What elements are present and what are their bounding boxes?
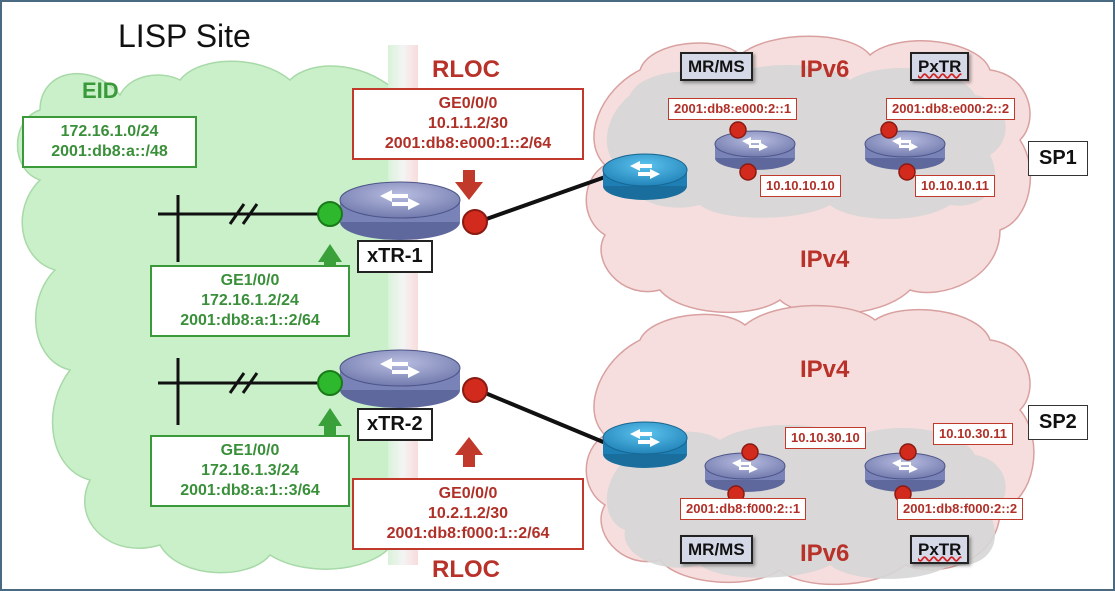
sp1-ipv4-label: IPv4 [800, 246, 850, 273]
sp2-pxtr-v6: 2001:db8:f000:2::2 [897, 498, 1024, 521]
interface-dot-icon [741, 443, 759, 461]
xtr1-rloc-v6: 2001:db8:e000:1::2/64 [384, 135, 552, 152]
xtr1-eid-iface: GE1/0/0 [220, 272, 280, 289]
sp1-pxtr-role-text: PxTR [918, 57, 962, 76]
xtr2-eid-v4: 172.16.1.3/24 [201, 462, 299, 479]
interface-dot-icon [880, 121, 898, 139]
xtr2-router-icon[interactable] [339, 349, 461, 408]
xtr2-label: xTR-2 [357, 408, 433, 441]
sp1-mrms-router-icon[interactable] [714, 130, 796, 170]
sp2-pxtr-router-icon[interactable] [864, 452, 946, 492]
sp1-ipv6-label: IPv6 [800, 56, 850, 83]
interface-dot-icon [899, 443, 917, 461]
xtr2-rloc-v4: 10.2.1.2/30 [427, 505, 509, 522]
interface-dot-icon [898, 163, 916, 181]
xtr2-eid-box: GE1/0/0 172.16.1.3/24 2001:db8:a:1::3/64 [150, 435, 350, 507]
sp1-pxtr-v4: 10.10.10.11 [915, 175, 995, 198]
xtr1-eid-interface-dot-icon [317, 201, 343, 227]
xtr2-rloc-box: GE0/0/0 10.2.1.2/30 2001:db8:f000:1::2/6… [352, 478, 584, 550]
link-break-icon [241, 203, 259, 225]
xtr2-eid-v6: 2001:db8:a:1::3/64 [180, 482, 320, 499]
wan-link-xtr1-sp1 [477, 174, 609, 224]
xtr1-rloc-v4: 10.1.1.2/30 [427, 115, 509, 132]
sp1-mrms-role: MR/MS [680, 52, 753, 82]
xtr1-rloc-box: GE0/0/0 10.1.1.2/30 2001:db8:e000:1::2/6… [352, 88, 584, 160]
sp1-mrms-v6: 2001:db8:e000:2::1 [668, 98, 798, 121]
eid-prefix-box: 172.16.1.0/24 2001:db8:a::/48 [22, 116, 197, 168]
xtr1-label: xTR-1 [357, 240, 433, 273]
sp2-edge-router-icon[interactable] [602, 421, 688, 468]
sp1-mrms-v4: 10.10.10.10 [760, 175, 841, 198]
sp2-ipv4-label: IPv4 [800, 356, 850, 383]
rloc-label-top: RLOC [432, 56, 500, 83]
sp2-pxtr-role: PxTR [910, 535, 970, 565]
sp2-mrms-role: MR/MS [680, 535, 753, 565]
site-title: LISP Site [118, 18, 251, 54]
xtr2-rloc-iface: GE0/0/0 [438, 485, 498, 502]
eid-prefix-v6: 2001:db8:a::/48 [51, 143, 168, 160]
sp2-pxtr-role-text: PxTR [918, 540, 962, 559]
xtr2-eid-iface: GE1/0/0 [220, 442, 280, 459]
xtr1-rloc-interface-dot-icon [462, 209, 488, 235]
xtr1-rloc-arrow-icon [455, 170, 483, 200]
xtr2-rloc-arrow-icon [455, 437, 483, 467]
link-break-icon [241, 372, 259, 394]
xtr1-rloc-iface: GE0/0/0 [438, 95, 498, 112]
sp2-mrms-v4: 10.10.30.10 [785, 427, 866, 450]
xtr1-router-icon[interactable] [339, 181, 461, 240]
wan-link-xtr2-sp2 [477, 388, 609, 446]
link-break-icon [228, 372, 246, 394]
xtr1-eid-v6: 2001:db8:a:1::2/64 [180, 312, 320, 329]
eid-label: EID [82, 78, 119, 103]
xtr2-rloc-v6: 2001:db8:f000:1::2/64 [386, 525, 550, 542]
interface-dot-icon [739, 163, 757, 181]
sp2-label: SP2 [1028, 405, 1088, 440]
xtr2-eid-arrow-icon [318, 408, 342, 436]
sp1-pxtr-role: PxTR [910, 52, 970, 82]
xtr1-eid-box: GE1/0/0 172.16.1.2/24 2001:db8:a:1::2/64 [150, 265, 350, 337]
xtr1-eid-v4: 172.16.1.2/24 [201, 292, 299, 309]
sp2-ipv6-label: IPv6 [800, 540, 850, 567]
interface-dot-icon [729, 121, 747, 139]
sp1-pxtr-v6: 2001:db8:e000:2::2 [886, 98, 1016, 121]
sp1-label: SP1 [1028, 141, 1088, 176]
sp2-pxtr-v4: 10.10.30.11 [933, 423, 1013, 446]
rloc-label-bottom: RLOC [432, 556, 500, 583]
eid-prefix-v4: 172.16.1.0/24 [60, 123, 159, 140]
sp1-edge-router-icon[interactable] [602, 153, 688, 200]
xtr2-eid-interface-dot-icon [317, 370, 343, 396]
link-break-icon [228, 203, 246, 225]
sp2-mrms-v6: 2001:db8:f000:2::1 [680, 498, 807, 521]
xtr2-rloc-interface-dot-icon [462, 377, 488, 403]
